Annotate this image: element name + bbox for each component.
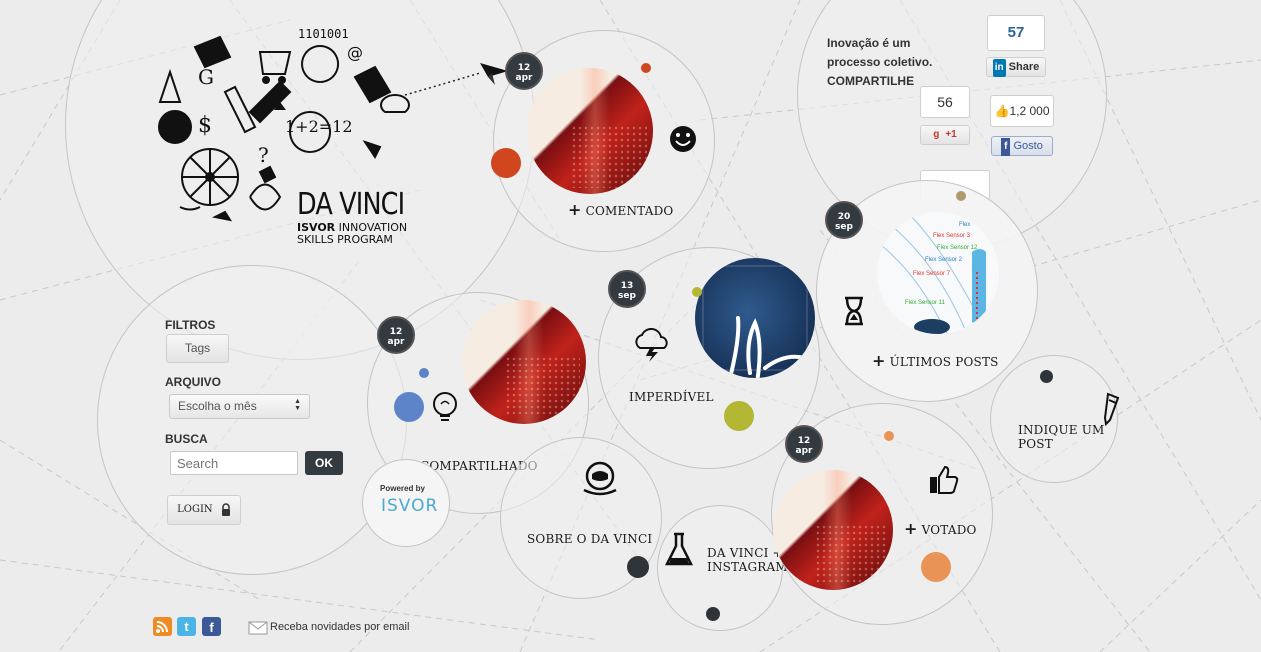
post-comentado-image[interactable]: [527, 68, 653, 194]
hourglass-icon: [845, 296, 863, 326]
instagram-label[interactable]: DA VINCI +INSTAGRAM: [707, 546, 788, 574]
indique-post-circle[interactable]: [990, 355, 1118, 483]
busca-label: BUSCA: [165, 432, 208, 446]
decor-dot: [419, 368, 429, 378]
svg-text:Flex Sensor 7: Flex Sensor 7: [913, 271, 951, 277]
svg-text:Flex Sensor 3: Flex Sensor 3: [933, 233, 971, 239]
svg-text:@: @: [347, 43, 363, 62]
post-imperdivel-label[interactable]: IMPERDÍVEL: [629, 390, 714, 404]
svg-text:Flex: Flex: [959, 222, 970, 228]
linkedin-count: 57: [987, 15, 1045, 51]
search-ok-button[interactable]: OK: [305, 451, 343, 475]
svg-text:?: ?: [258, 143, 269, 167]
svg-text:Flex Sensor 11: Flex Sensor 11: [905, 300, 946, 306]
linkedin-icon: in: [992, 59, 1006, 77]
logo-title: DA VINCI: [297, 187, 405, 222]
svg-text:$: $: [198, 113, 212, 138]
decor-dot: [692, 287, 702, 297]
post-compartilhado-image[interactable]: [462, 300, 586, 424]
instagram-circle[interactable]: [657, 505, 783, 631]
post-compartilhado-label[interactable]: COMPARTILHADO: [420, 459, 538, 473]
gplus-button[interactable]: g+1: [920, 125, 970, 145]
gplus-icon: g: [933, 129, 940, 140]
thumbs-up-icon: 👍: [994, 104, 1010, 118]
search-input[interactable]: [170, 451, 298, 475]
decor-dot: [724, 401, 754, 431]
post-ultimos-image[interactable]: Flex Flex Sensor 3 Flex Sensor 12 Flex S…: [877, 212, 999, 334]
decor-dot: [921, 552, 951, 582]
post-votado-image[interactable]: [773, 470, 893, 590]
pencil-icon: [1104, 392, 1120, 426]
decor-dot: [641, 63, 651, 73]
flask-icon: [664, 532, 694, 566]
email-subscribe-link[interactable]: Receba novidades por email: [270, 621, 410, 633]
lock-icon: [221, 503, 230, 516]
archive-select[interactable]: Escolha o mês ▲▼: [169, 394, 310, 419]
sobre-label[interactable]: SOBRE O DA VINCI: [527, 532, 653, 546]
facebook-count: 👍1,2 000: [990, 95, 1054, 127]
smiley-icon: [670, 126, 696, 152]
tags-button[interactable]: Tags: [166, 334, 229, 363]
login-button[interactable]: LOGIN: [167, 495, 241, 525]
decor-dot: [884, 431, 894, 441]
isvor-brand: ISVOR: [381, 496, 439, 516]
twitter-icon[interactable]: t: [177, 617, 196, 636]
rss-icon[interactable]: [153, 617, 172, 636]
thumbs-up-icon: [930, 465, 959, 494]
decor-dot: [394, 392, 424, 422]
facebook-icon[interactable]: f: [202, 617, 221, 636]
facebook-icon: f: [1001, 138, 1011, 156]
post-comentado-label[interactable]: +COMENTADO: [568, 200, 674, 219]
astronaut-icon: [583, 461, 617, 496]
paper-plane-icon: [404, 63, 508, 96]
gplus-count: 56: [920, 86, 970, 118]
logo-subtitle: ISVOR INNOVATION SKILLS PROGRAM: [297, 221, 408, 246]
filtros-label: FILTROS: [165, 318, 216, 332]
svg-text:1+2=12: 1+2=12: [285, 117, 353, 136]
decor-dot: [627, 556, 649, 578]
sidebar-circle: [97, 265, 407, 575]
sensor-chart-image: Flex Flex Sensor 3 Flex Sensor 12 Flex S…: [877, 212, 988, 334]
decor-dot: [1040, 370, 1053, 383]
decor-dot: [706, 607, 720, 621]
svg-text:Flex Sensor 2: Flex Sensor 2: [925, 257, 963, 263]
svg-text:1101001: 1101001: [298, 27, 349, 41]
arquivo-label: ARQUIVO: [165, 375, 222, 389]
lightbulb-icon: [433, 392, 457, 421]
doodle-collage-icon: 1+2=12 1101001 G $ @ ?: [158, 27, 410, 222]
decor-dot: [491, 148, 521, 178]
post-ultimos-label[interactable]: +ÚLTIMOS POSTS: [872, 351, 999, 370]
share-tagline: Inovação é um processo coletivo. COMPART…: [827, 36, 933, 88]
select-arrows-icon: ▲▼: [294, 398, 301, 412]
powered-by-circle[interactable]: [362, 459, 450, 547]
post-imperdivel-image[interactable]: [695, 258, 815, 378]
svg-text:Flex Sensor 12: Flex Sensor 12: [937, 245, 978, 251]
svg-text:G: G: [198, 65, 214, 89]
logo[interactable]: 1+2=12 1101001 G $ @ ? DA VINCI ISVOR IN…: [150, 12, 450, 252]
post-votado-label[interactable]: +VOTADO: [904, 519, 977, 538]
handwriting-image: [702, 265, 808, 378]
email-icon[interactable]: [248, 621, 268, 635]
decor-dot: [956, 191, 966, 201]
powered-by-text: Powered by: [380, 484, 425, 493]
storm-cloud-icon: [635, 328, 668, 362]
